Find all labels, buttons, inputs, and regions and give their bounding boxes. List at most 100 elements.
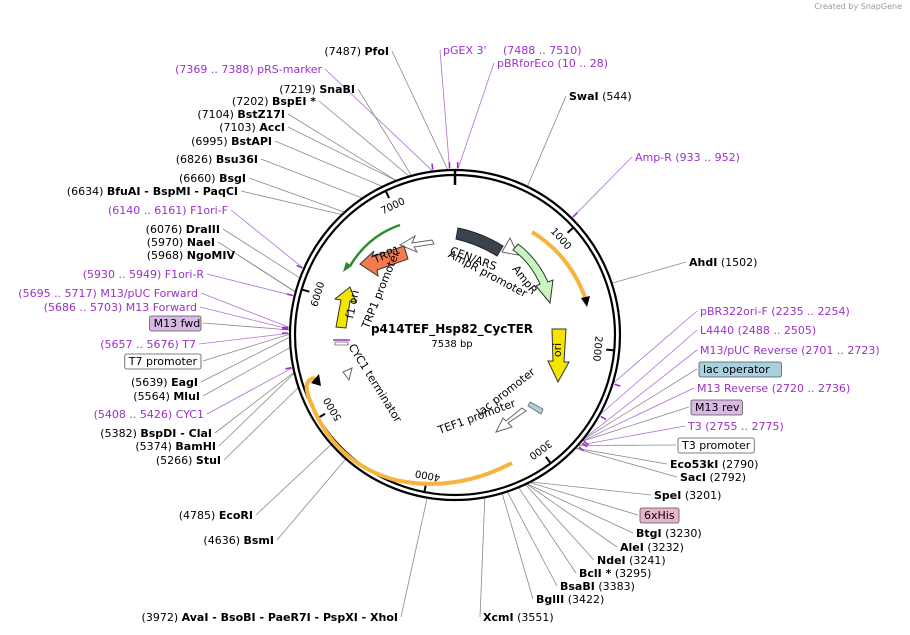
leader-line <box>240 190 343 216</box>
leader-line <box>218 372 295 447</box>
leader-line <box>526 483 634 534</box>
plasmid-center-title: p414TEF_Hsp82_CycTER 7538 bp <box>371 322 533 350</box>
primer-label[interactable]: (5657 .. 5676) T7 <box>100 338 196 351</box>
ampr-arrow[interactable] <box>512 243 554 305</box>
enzyme-label[interactable]: (7103) AccI <box>219 121 285 134</box>
primer-label[interactable]: (6140 .. 6161) F1ori-F <box>108 204 228 217</box>
feature-box[interactable] <box>690 399 743 416</box>
enzyme-label[interactable]: (5374) BamHI <box>135 440 216 453</box>
primer-label[interactable]: L4440 (2488 .. 2505) <box>700 324 816 337</box>
primer-label[interactable]: T3 (2755 .. 2775) <box>687 420 784 433</box>
leader-line <box>199 306 291 330</box>
leader-line <box>526 95 567 187</box>
primer-label[interactable]: pGEX 3' <box>443 44 487 57</box>
tick-label: 6000 <box>310 281 328 309</box>
enzyme-label[interactable]: (4785) EcoRI <box>179 509 253 522</box>
enzyme-label[interactable]: (5266) StuI <box>156 454 221 467</box>
feature-box[interactable] <box>639 507 680 524</box>
enzyme-label[interactable]: (7202) BspEI * <box>232 95 316 108</box>
cyc1-terminator-arrow[interactable] <box>342 367 353 382</box>
leader-line <box>501 493 534 600</box>
enzyme-label[interactable]: (5382) BspDI - ClaI <box>100 427 212 440</box>
cyc1-bar-arrowhead <box>311 374 321 386</box>
primer-site-mark <box>578 446 584 452</box>
enzyme-label[interactable]: (5970) NaeI <box>147 236 215 249</box>
leader-line <box>206 366 294 415</box>
f1-ori-label: f1 ori <box>343 289 362 320</box>
enzyme-label[interactable]: (4636) BsmI <box>203 534 274 547</box>
primer-label[interactable]: pBR322ori-F (2235 .. 2254) <box>700 305 850 318</box>
tef1-promoter-arrow[interactable] <box>495 407 527 433</box>
trp1-arrow[interactable] <box>359 245 409 278</box>
primer-label[interactable]: (5686 .. 5703) M13 Forward <box>44 301 197 314</box>
leader-line <box>248 177 345 213</box>
enzyme-label[interactable]: (6076) DraIII <box>146 223 220 236</box>
leader-line <box>200 336 291 383</box>
primer-label[interactable]: (7488 .. 7510) <box>503 44 582 57</box>
enzyme-label[interactable]: (6995) BstAPI <box>191 135 272 148</box>
enzyme-label[interactable]: BclI * (3295) <box>579 567 651 580</box>
primer-label[interactable]: Amp-R (933 .. 952) <box>635 151 740 164</box>
tick-label: 4000 <box>414 467 441 483</box>
feature-box[interactable] <box>698 361 782 378</box>
leader-line <box>200 292 291 329</box>
enzyme-label[interactable]: (5564) MluI <box>133 390 200 403</box>
leader-line <box>526 483 618 548</box>
t7-promoter-mark <box>334 341 349 346</box>
tick-label: 2000 <box>590 336 603 362</box>
enzyme-label[interactable]: (6660) BsgI <box>179 172 246 185</box>
enzyme-label[interactable]: (5968) NgoMIV <box>147 249 236 262</box>
leader-line <box>274 140 383 187</box>
enzyme-label[interactable]: SpeI (3201) <box>654 489 721 502</box>
primer-label[interactable]: (7369 .. 7388) pRS-marker <box>175 63 322 76</box>
enzyme-label[interactable]: AhdI (1502) <box>689 256 757 269</box>
leader-line <box>222 228 301 279</box>
enzyme-label[interactable]: (5639) EagI <box>131 376 198 389</box>
leader-line <box>237 254 296 293</box>
leader-line <box>580 406 690 443</box>
leader-line <box>400 497 428 618</box>
primer-site-mark <box>614 383 621 387</box>
enzyme-label[interactable]: AleI (3232) <box>620 541 684 554</box>
feature-box[interactable] <box>149 315 202 332</box>
enzyme-label[interactable]: (6826) Bsu36I <box>176 153 258 166</box>
feature-box[interactable] <box>124 353 202 370</box>
enzyme-label[interactable]: BsaBI (3383) <box>560 580 635 593</box>
feature-box-label: M13 fwd <box>154 317 201 330</box>
enzyme-label[interactable]: BglII (3422) <box>536 593 604 606</box>
leader-line <box>571 156 633 219</box>
primer-label[interactable]: (5930 .. 5949) F1ori-R <box>83 268 205 281</box>
feature-box-label: M13 rev <box>695 401 740 414</box>
enzyme-label[interactable]: NdeI (3241) <box>597 554 666 567</box>
primer-label[interactable]: (5695 .. 5717) M13/pUC Forward <box>18 287 198 300</box>
enzyme-label[interactable]: Eco53kI (2790) <box>670 458 758 471</box>
site-labels: (7487) PfoI(7369 .. 7388) pRS-marker (721… <box>18 44 879 624</box>
ori-arrow[interactable] <box>547 328 570 384</box>
leader-line <box>287 113 397 182</box>
leader-line <box>214 371 295 434</box>
enzyme-label[interactable]: (3972) AvaI - BsoBI - PaeR7I - PspXI - X… <box>142 611 398 624</box>
primer-site-mark <box>583 440 589 446</box>
leader-line <box>202 333 291 362</box>
enzyme-label[interactable]: SacI (2792) <box>680 471 746 484</box>
primer-site-mark <box>431 163 434 170</box>
enzyme-label[interactable]: SwaI (544) <box>569 90 632 103</box>
primer-label[interactable]: M13 Reverse (2720 .. 2736) <box>697 382 850 395</box>
enzyme-label[interactable]: (6634) BfuAI - BspMI - PaqCI <box>67 185 238 198</box>
enzyme-label[interactable]: (7104) BstZ17I <box>197 108 285 121</box>
cen-ars-block[interactable] <box>455 227 504 257</box>
trp1-promoter-arrow[interactable] <box>398 234 435 254</box>
primer-label[interactable]: (5408 .. 5426) CYC1 <box>94 408 204 421</box>
enzyme-label[interactable]: XcmI (3551) <box>483 611 554 624</box>
enzyme-label[interactable]: (7219) SnaBI <box>279 83 355 96</box>
leader-line <box>230 209 305 269</box>
feature-box[interactable] <box>677 437 755 454</box>
enzyme-label[interactable]: (7487) PfoI <box>324 45 389 58</box>
primer-label[interactable]: pBRforEco (10 .. 28) <box>497 57 608 70</box>
leader-line <box>223 387 299 461</box>
enzyme-label[interactable]: BtgI (3230) <box>636 527 702 540</box>
f1-ori-arrow[interactable] <box>333 286 357 329</box>
primer-label[interactable]: M13/pUC Reverse (2701 .. 2723) <box>700 344 880 357</box>
leader-line <box>439 49 451 171</box>
